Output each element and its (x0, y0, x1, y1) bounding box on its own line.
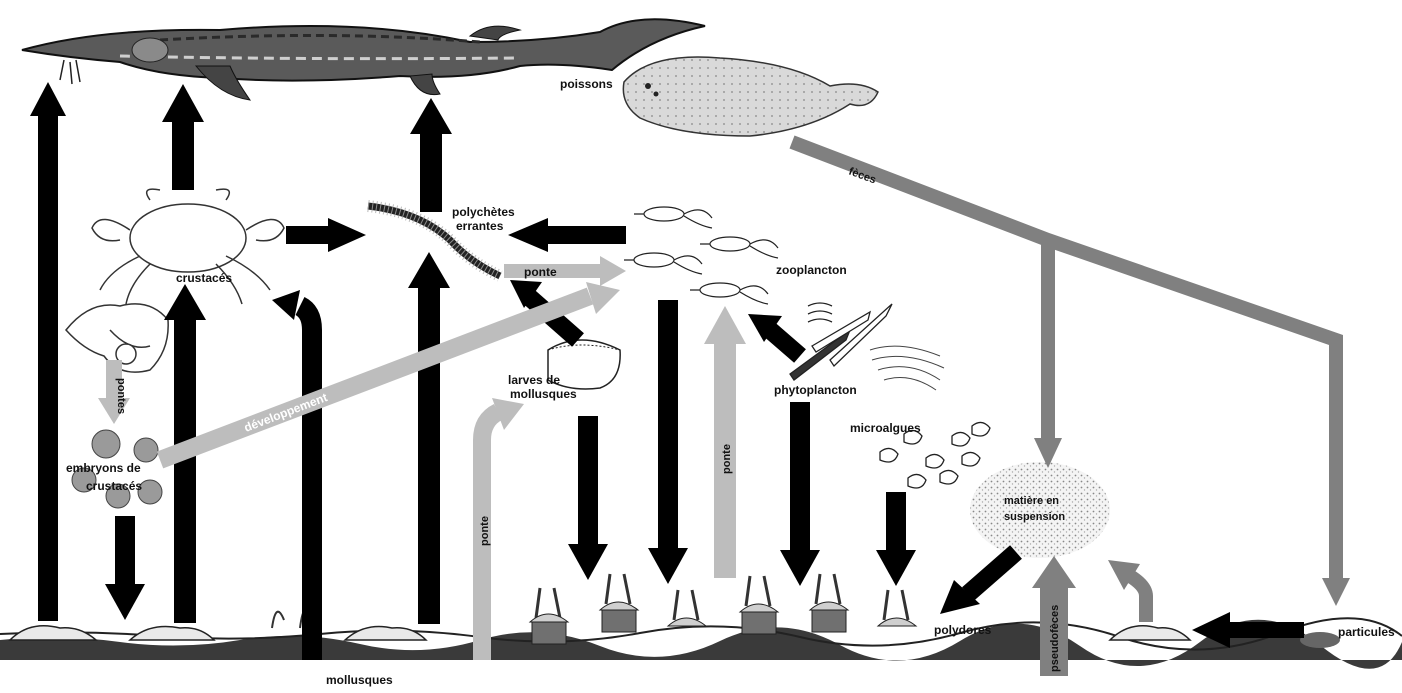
label-polychetes-2: errantes (456, 219, 504, 233)
label-larves-1: larves de (508, 373, 560, 387)
label-embryons-2: crustacés (86, 479, 142, 493)
label-matiere-2: suspension (1004, 511, 1065, 523)
label-pontes: pontes (115, 378, 127, 414)
phytoplankton-diatom-icon (790, 303, 892, 380)
crab-icon (92, 189, 284, 304)
label-particules: particules (1338, 625, 1395, 639)
label-polydores: polydores (934, 623, 992, 637)
label-poissons: poissons (560, 77, 613, 91)
label-ponte-left: ponte (479, 516, 491, 546)
label-polychetes-1: polychètes (452, 205, 515, 219)
label-crustaces: crustacés (176, 271, 232, 285)
arrow-black (30, 82, 1304, 660)
polydora-tube-icon (530, 574, 916, 644)
label-mollusques: mollusques (326, 673, 393, 687)
copepod-icon (624, 207, 778, 304)
filamentous-algae-icon (870, 346, 944, 390)
flatfish-icon (623, 57, 878, 136)
particles-heap (1300, 632, 1340, 648)
label-phytoplancton: phytoplancton (774, 383, 857, 397)
label-zooplancton: zooplancton (776, 263, 847, 277)
arrow-grey-feces (792, 142, 1350, 676)
label-embryons-1: embryons de (66, 461, 141, 475)
label-ponte-vertical: ponte (721, 444, 733, 474)
suspended-matter-cloud (970, 462, 1110, 558)
label-pseudofeces: pseudofèces (1049, 605, 1061, 672)
label-larves-2: mollusques (510, 387, 577, 401)
label-microalgues: microalgues (850, 421, 921, 435)
label-ponte-zoo: ponte (524, 265, 557, 279)
label-matiere-1: matière en (1004, 495, 1059, 507)
